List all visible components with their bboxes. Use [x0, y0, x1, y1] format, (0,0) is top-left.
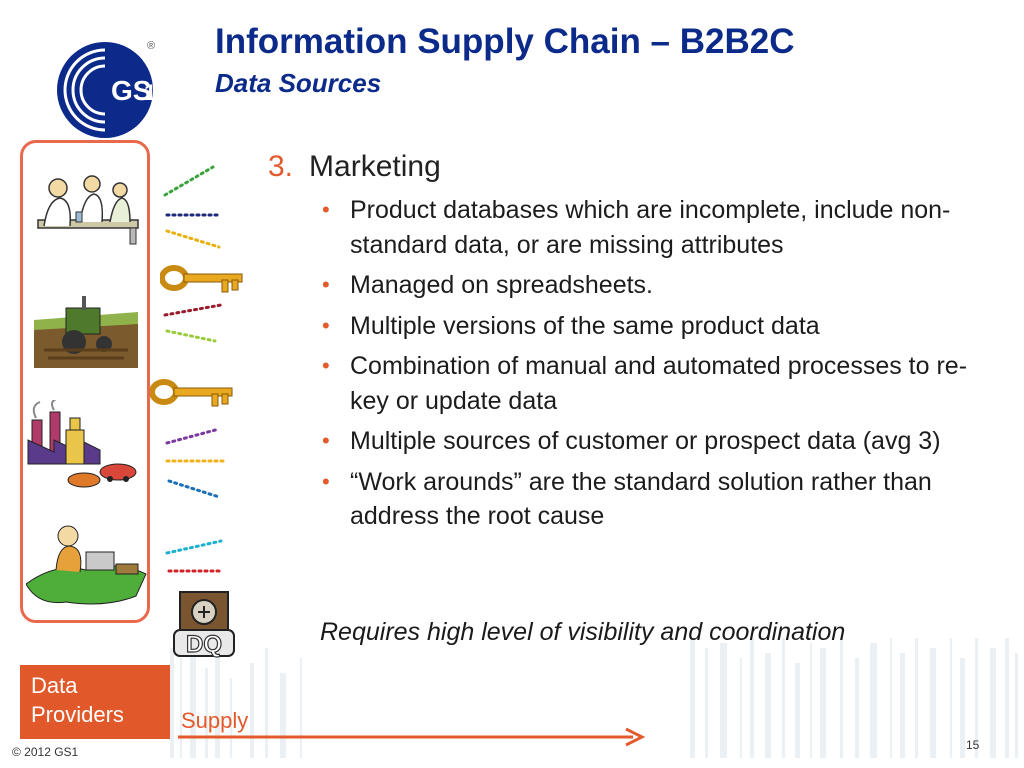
list-item: • “Work arounds” are the standard solutio…	[318, 465, 998, 534]
svg-text:1: 1	[144, 80, 155, 105]
farm-tractor-clipart	[34, 296, 138, 368]
supply-label: Supply	[181, 708, 249, 733]
bullet-icon: •	[322, 428, 330, 453]
bullet-text: Combination of manual and automated proc…	[350, 352, 968, 415]
bullet-text: Multiple sources of customer or prospect…	[350, 427, 941, 455]
list-item: • Combination of manual and automated pro…	[318, 349, 998, 418]
section-title: Marketing	[309, 150, 441, 183]
bullet-icon: •	[322, 312, 330, 338]
people-at-table-clipart	[37, 175, 139, 245]
bullet-list: • Product databases which are incomplete,…	[318, 193, 998, 540]
list-item: • Product databases which are incomplete,…	[318, 193, 998, 262]
barcode-background	[170, 638, 1018, 758]
section-number: 3.	[268, 150, 294, 183]
registered-mark: ®	[147, 40, 156, 52]
bullet-icon: •	[322, 353, 330, 378]
copyright-text: © 2012 GS1	[12, 745, 79, 759]
data-providers-frame	[20, 140, 150, 623]
page-number: 15	[966, 738, 980, 752]
dq-machine-clipart: DQ	[173, 591, 235, 659]
connection-dots	[163, 165, 225, 573]
bullet-text: Product databases which are incomplete, …	[350, 196, 951, 259]
bullet-icon: •	[322, 272, 330, 297]
golden-key-icon	[160, 265, 243, 293]
bullet-icon: •	[322, 197, 330, 222]
list-item: • Managed on spreadsheets.	[318, 268, 998, 303]
data-providers-box: Data Providers	[20, 665, 170, 739]
supply-arrow-icon	[178, 727, 646, 747]
slide-title: Information Supply Chain – B2B2C	[215, 22, 795, 61]
golden-key-icon	[150, 379, 233, 407]
providers-label-line2: Providers	[31, 702, 124, 727]
factory-clipart	[27, 400, 137, 488]
list-item: • Multiple sources of customer or prospec…	[318, 424, 998, 459]
gs1-logo-icon: GS 1	[57, 42, 155, 138]
seamstress-clipart	[26, 525, 147, 605]
bullet-text: Multiple versions of the same product da…	[350, 311, 820, 340]
visibility-note: Requires high level of visibility and co…	[320, 618, 846, 646]
list-item: • Multiple versions of the same product d…	[318, 309, 998, 344]
slide-subtitle: Data Sources	[215, 68, 382, 98]
bullet-text: Managed on spreadsheets.	[350, 271, 653, 299]
section-heading: 3. Marketing	[268, 150, 441, 184]
bullet-icon: •	[322, 468, 330, 494]
bullet-text: “Work arounds” are the standard solution…	[350, 467, 932, 531]
dq-label: DQ	[186, 631, 222, 658]
providers-label-line1: Data	[31, 673, 78, 698]
svg-text:GS: GS	[111, 75, 151, 106]
